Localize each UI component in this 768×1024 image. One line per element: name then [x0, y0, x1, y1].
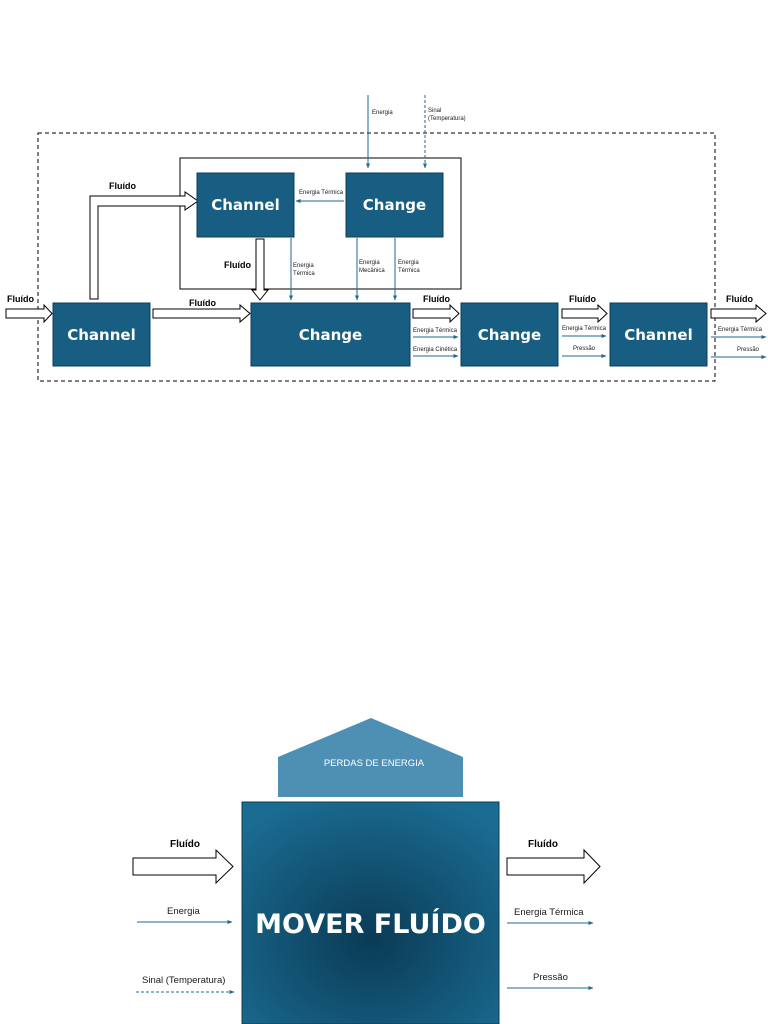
- fluido-in-hollow-arrow: [132, 848, 234, 885]
- perdas-energia-shape: [278, 718, 463, 797]
- fluido-input-label: Fluído: [7, 294, 34, 304]
- inner-channel-box: [196, 172, 295, 238]
- energia-input-label: Energia: [372, 110, 393, 116]
- main-change-label: Change: [299, 326, 362, 344]
- fluido-inner-down-hollow-arrow: [250, 238, 270, 301]
- pressao-out-label: Pressão: [533, 972, 568, 983]
- left-channel-label: Channel: [67, 326, 135, 344]
- inner-change-label: Change: [363, 196, 426, 214]
- mover-fluido-box: [241, 801, 500, 1024]
- sinal-input-label-1: Sinal: [428, 108, 441, 114]
- energia-termica-2-down-label-1: Energia: [398, 260, 419, 266]
- pressao-out2-label: Pressão: [573, 346, 596, 352]
- fluido-inner-down-label: Fluído: [224, 260, 251, 270]
- mover-fluido-label: MOVER FLUÍDO: [255, 908, 486, 940]
- fluido-out2-hollow-arrow: [561, 303, 608, 324]
- energia-termica-down-label-1: Energia: [293, 263, 314, 269]
- fluido-out1-label: Fluído: [423, 294, 450, 304]
- energia-termica-out1-label: Energia Térmica: [413, 328, 458, 334]
- fluido-upper-hollow-arrow: [89, 191, 199, 300]
- fluido-input-hollow-arrow: [5, 303, 53, 324]
- fluido-out-label: Fluído: [528, 839, 558, 850]
- energia-in-label: Energia: [167, 906, 200, 917]
- fluido-out3-hollow-arrow: [710, 303, 767, 324]
- energia-termica-down-label-2: Térmica: [293, 271, 315, 277]
- fluido-out-hollow-arrow: [506, 848, 601, 885]
- fluido-out1-hollow-arrow: [412, 303, 460, 324]
- energia-termica-2-down-label-2: Térmica: [398, 268, 420, 274]
- perdas-energia-label: PERDAS DE ENERGIA: [324, 758, 425, 769]
- fluido-upper-label: Fluído: [109, 181, 136, 191]
- system-boundary-dashed: [37, 132, 716, 382]
- inner-change-box: [345, 172, 444, 238]
- main-change-box: [250, 302, 411, 367]
- energia-termica-inner-label: Energia Térmica: [299, 190, 344, 196]
- energia-cinetica-out1-label: Energia Cinética: [413, 347, 458, 353]
- fluido-out2-label: Fluído: [569, 294, 596, 304]
- right-channel-box: [609, 302, 708, 367]
- pressao-out3-label: Pressão: [737, 347, 760, 353]
- right-channel-label: Channel: [624, 326, 692, 344]
- energia-termica-out2-label: Energia Térmica: [562, 326, 607, 332]
- fluido-in-label: Fluído: [170, 839, 200, 850]
- energia-termica-out3-label: Energia Térmica: [718, 327, 763, 333]
- energia-mecanica-down-label-1: Energia: [359, 260, 380, 266]
- fluido-between-label: Fluído: [189, 298, 216, 308]
- mid-change-box: [460, 302, 559, 367]
- fluido-out3-label: Fluído: [726, 294, 753, 304]
- left-channel-box: [52, 302, 151, 367]
- fluido-between-hollow-arrow: [152, 303, 251, 324]
- sinal-in-label: Sinal (Temperatura): [142, 975, 225, 986]
- subsystem-boundary: [179, 157, 462, 290]
- inner-channel-label: Channel: [211, 196, 279, 214]
- energia-termica-out-label: Energia Térmica: [514, 907, 584, 918]
- energia-mecanica-down-label-2: Mecânica: [359, 268, 385, 274]
- mid-change-label: Change: [478, 326, 541, 344]
- sinal-input-label-2: (Temperatura): [428, 116, 466, 122]
